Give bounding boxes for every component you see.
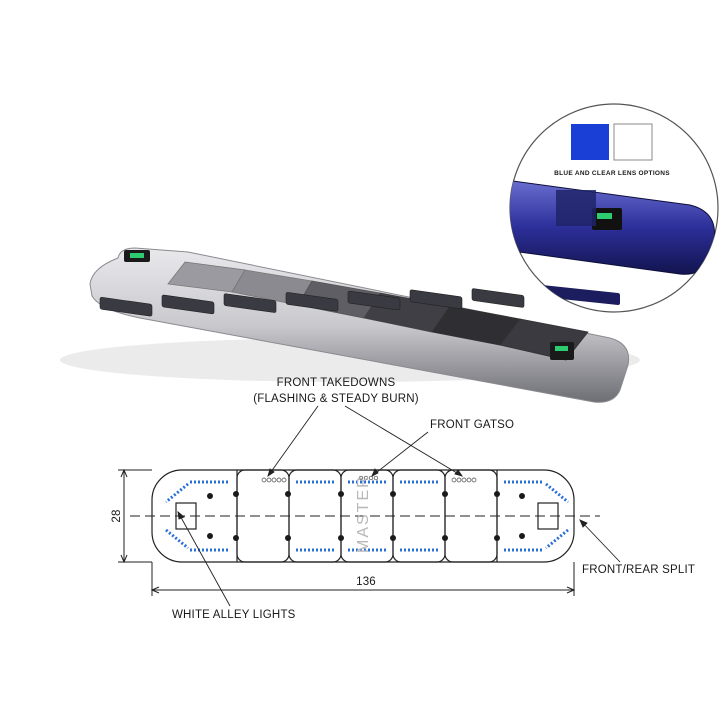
dimension-length bbox=[150, 562, 576, 596]
height-dimension-value: 28 bbox=[111, 509, 123, 522]
lightbar-render bbox=[60, 247, 640, 403]
callout-gatso: FRONT GATSO bbox=[430, 419, 514, 431]
alley-leader bbox=[177, 510, 231, 607]
lens-options-inset: BLUE AND CLEAR LENS OPTIONS bbox=[509, 103, 719, 313]
callout-takedowns-line2: (FLASHING & STEADY BURN) bbox=[253, 393, 419, 405]
clear-lens-swatch bbox=[613, 123, 653, 161]
takedown-lights bbox=[261, 475, 477, 483]
length-dimension-value: 136 bbox=[356, 576, 376, 588]
badge-logo-icon bbox=[555, 346, 568, 351]
blue-lens-swatch bbox=[571, 124, 609, 160]
badge-logo-icon bbox=[130, 253, 144, 258]
callout-takedowns-line1: FRONT TAKEDOWNS bbox=[277, 377, 396, 389]
watermark: MASTER bbox=[355, 474, 372, 553]
callout-alley-lights: WHITE ALLEY LIGHTS bbox=[172, 609, 296, 621]
inset-badge-logo-icon bbox=[597, 213, 612, 219]
blue-led-strips bbox=[165, 480, 569, 552]
mounting-points bbox=[207, 491, 525, 541]
split-leader bbox=[579, 519, 621, 563]
inset-caption: BLUE AND CLEAR LENS OPTIONS bbox=[554, 170, 670, 177]
dimension-height bbox=[118, 468, 152, 564]
takedowns-leaders bbox=[267, 405, 464, 478]
technical-drawing bbox=[130, 469, 600, 563]
front-led-modules bbox=[99, 288, 525, 317]
gatso-leader bbox=[371, 431, 429, 477]
callout-front-rear-split: FRONT/REAR SPLIT bbox=[582, 564, 695, 576]
